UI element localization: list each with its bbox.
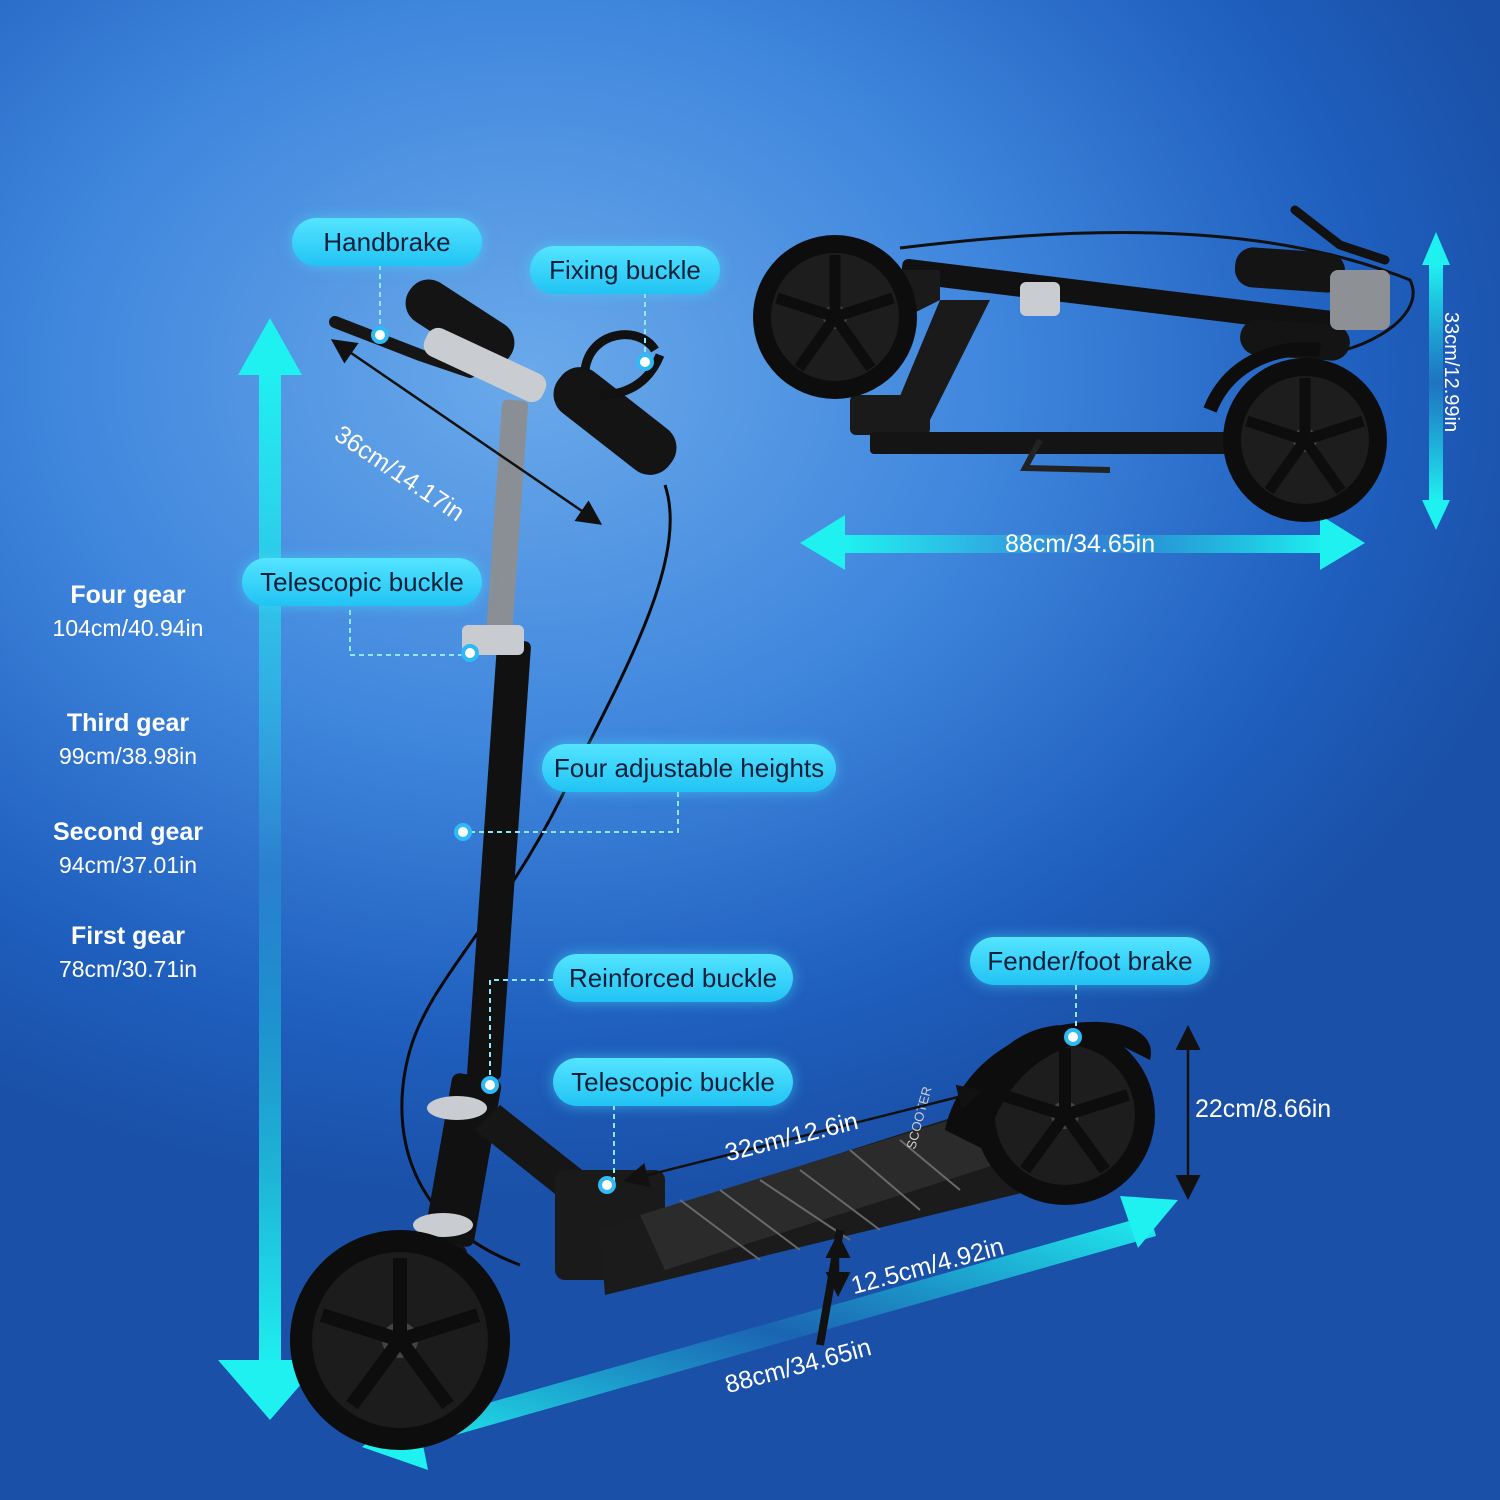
gear-first: First gear 78cm/30.71in	[13, 919, 243, 985]
callout-dots	[371, 326, 1082, 1194]
gear-title: Four gear	[70, 581, 186, 609]
callout-leaders	[349, 265, 1077, 1183]
gear-title: Second gear	[52, 818, 204, 846]
measure-lines	[330, 339, 1201, 1297]
gear-value: 78cm/30.71in	[58, 956, 198, 982]
gear-value: 99cm/38.98in	[58, 743, 198, 769]
dim-rear-height: 22cm/8.66in	[1195, 1095, 1332, 1123]
gear-value: 104cm/40.94in	[52, 615, 204, 641]
folded-length-arrow	[800, 515, 1365, 570]
callout-handbrake: Handbrake	[292, 218, 482, 266]
gear-value: 94cm/37.01in	[58, 852, 198, 878]
callout-reinforced-buckle: Reinforced buckle	[553, 954, 793, 1002]
callout-four-adjustable-heights: Four adjustable heights	[542, 744, 836, 792]
callout-fender-foot-brake: Fender/foot brake	[970, 937, 1210, 985]
gear-title: Third gear	[66, 709, 190, 737]
gear-third: Third gear 99cm/38.98in	[13, 706, 243, 772]
dim-folded-length: 88cm/34.65in	[1005, 530, 1156, 558]
callout-telescopic-buckle-upper: Telescopic buckle	[242, 558, 482, 606]
gear-four: Four gear 104cm/40.94in	[13, 578, 243, 644]
gear-second: Second gear 94cm/37.01in	[13, 815, 243, 881]
callout-telescopic-buckle-lower: Telescopic buckle	[553, 1058, 793, 1106]
gear-title: First gear	[71, 922, 185, 950]
callout-fixing-buckle: Fixing buckle	[530, 246, 720, 294]
folded-height-arrow	[1422, 232, 1450, 530]
dim-folded-height: 33cm/12.99in	[1440, 312, 1462, 433]
scooter-folded	[753, 205, 1415, 522]
scooter-unfolded: SCOOTER	[290, 279, 1155, 1450]
